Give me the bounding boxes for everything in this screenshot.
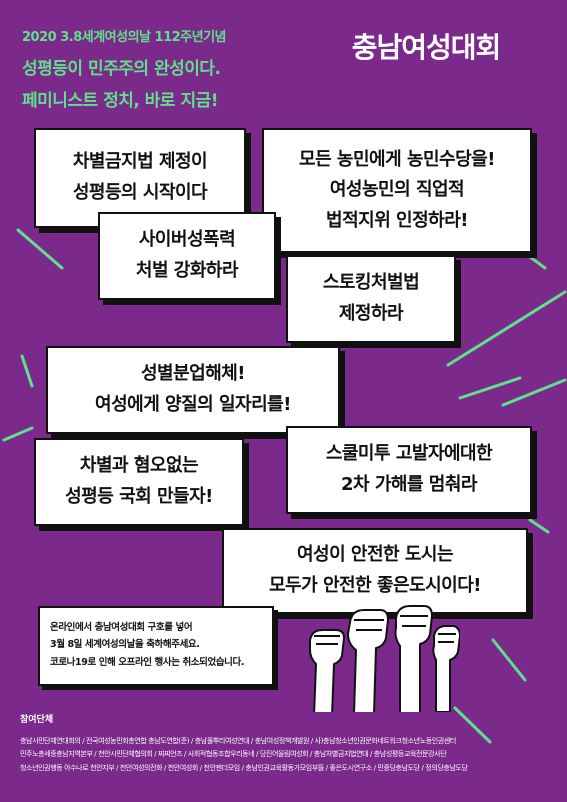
- slogan-card-safe-city: 여성이 안전한 도시는 모두가 안전한 좋은도시이다!: [222, 528, 528, 614]
- card-line: 여성농민의 직업적: [329, 179, 465, 201]
- organizations-title: 참여단체: [20, 715, 54, 725]
- organizations-line-1: 충남시민단체연대회의 / 전국여성농민회총연합 충남도연합(준) / 충남풀뿌리…: [20, 737, 456, 745]
- slogan-card-cyber-violence: 사이버성폭력 처벌 강화하라: [98, 212, 276, 300]
- organizations-line-2: 민주노총세종충남지역본부 / 천안시민단체협의회 / 찌찌언즈 / 사회적협동조…: [20, 750, 447, 759]
- card-line: 여성이 안전한 도시는: [296, 544, 454, 566]
- card-line: 모든 농민에게 농민수당을!: [299, 148, 495, 170]
- participating-organizations: 참여단체 충남시민단체연대회의 / 전국여성농민회총연합 충남도연합(준) / …: [20, 712, 550, 775]
- card-line: 성평등 국회 만들자!: [65, 486, 213, 507]
- slogan-line-1: 성평등이 민주주의 완성이다.: [22, 59, 221, 79]
- card-line: 스토킹처벌법: [322, 272, 420, 294]
- card-line: 2차 가해를 멈춰라: [341, 474, 477, 495]
- card-line: 처벌 강화하라: [135, 260, 239, 281]
- online-notice: 온라인에서 충남여성대회 구호를 넣어 3월 8일 세계여성의날을 축하해주세요…: [38, 606, 274, 686]
- card-line: 사이버성폭력: [138, 229, 236, 251]
- raised-fists-icon: [309, 605, 460, 712]
- card-line: 법적지위 인정하라!: [326, 209, 468, 231]
- card-line: 스쿨미투 고발자에대한: [325, 443, 493, 465]
- card-line: 제정하라: [338, 303, 404, 324]
- brand-title: 충남여성대회: [351, 31, 502, 64]
- card-line: 차별금지법 제정이: [72, 151, 208, 173]
- card-line: 차별과 혐오없는: [79, 455, 199, 477]
- card-line: 성별분업해체!: [140, 363, 246, 385]
- slogan-card-parliament: 차별과 혐오없는 성평등 국회 만들자!: [34, 438, 244, 526]
- slogan-card-stalking-law: 스토킹처벌법 제정하라: [286, 255, 456, 343]
- event-subtitle: 2020 3.8세계여성의날 112주년기념: [22, 30, 227, 45]
- notice-line-2: 3월 8일 세계여성의날을 축하해주세요.: [50, 638, 200, 650]
- notice-line-1: 온라인에서 충남여성대회 구호를 넣어: [50, 622, 193, 633]
- slogan-line-2: 페미니스트 정치, 바로 지금!: [22, 91, 219, 111]
- slogan-card-farmers: 모든 농민에게 농민수당을! 여성농민의 직업적 법적지위 인정하라!: [262, 128, 532, 253]
- card-line: 모두가 안전한 좋은도시이다!: [269, 575, 481, 596]
- slogan-card-jobs: 성별분업해체! 여성에게 양질의 일자리를!: [46, 346, 340, 434]
- notice-line-3: 코로나19로 인해 오프라인 행사는 취소되었습니다.: [50, 657, 245, 669]
- slogan-card-school-metoo: 스쿨미투 고발자에대한 2차 가해를 멈춰라: [286, 426, 532, 514]
- card-line: 여성에게 양질의 일자리를!: [95, 394, 291, 415]
- card-line: 성평등의 시작이다: [72, 182, 208, 203]
- organizations-line-3: 청소년인권행동 아수나로 천안지부 / 천안여성의전화 / 천안여성회 / 천안…: [20, 763, 468, 772]
